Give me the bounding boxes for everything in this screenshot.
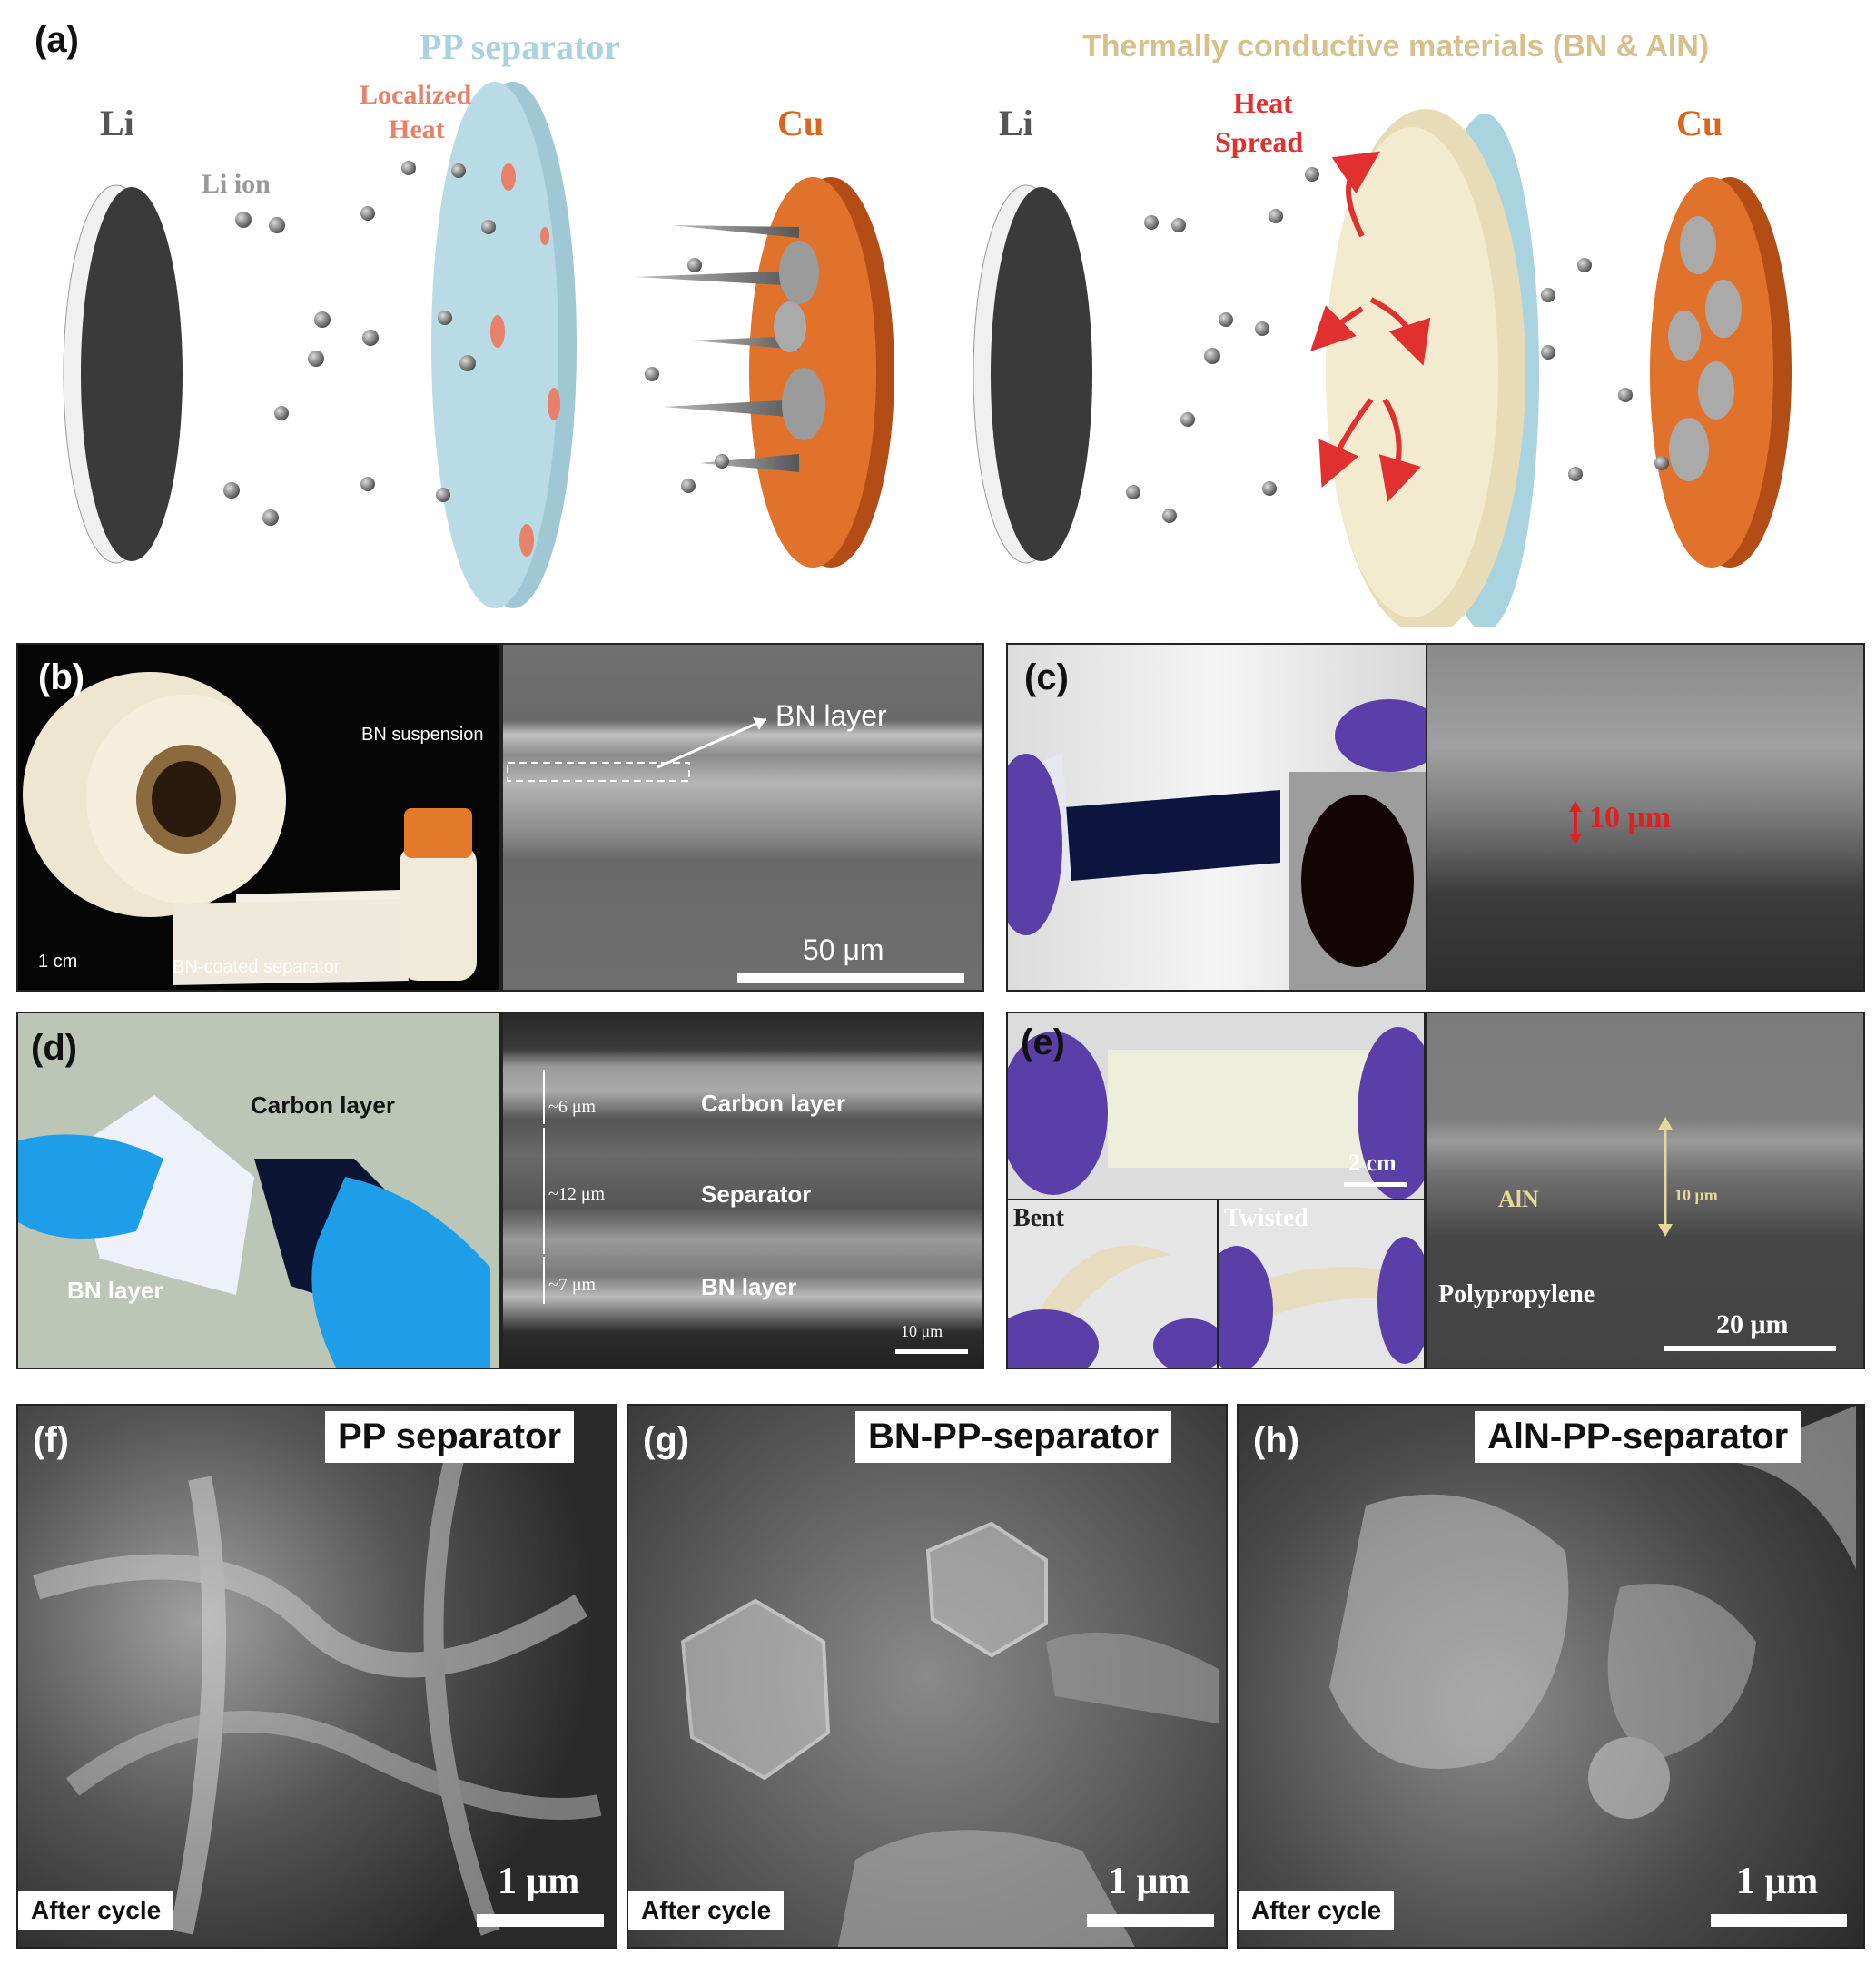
panel-c-letter: (c) <box>1024 657 1069 697</box>
panel-h-title: AlN-PP-separator <box>1475 1411 1802 1463</box>
panel-b-letter: (b) <box>38 657 85 697</box>
scale-bar-h <box>1711 1914 1847 1927</box>
sem-separator-label: Separator <box>701 1180 812 1208</box>
pp-fiber-texture <box>32 1457 602 1936</box>
sem-carbon-layer-label: Carbon layer <box>701 1090 845 1117</box>
panel-c-photo: (c) <box>1006 643 1431 992</box>
cu-label-left: Cu <box>777 103 824 143</box>
scale-g-label: 1 μm <box>1108 1861 1190 1902</box>
panel-h-letter: (h) <box>1253 1420 1300 1460</box>
bent-label: Bent <box>1013 1204 1064 1232</box>
scale-bar-10um <box>895 1349 968 1354</box>
bn-layer-arrow <box>507 717 767 782</box>
panel-a-letter: (a) <box>35 20 79 60</box>
panel-f-sem: (f) PP separator After cycle 1 μm <box>16 1404 617 1949</box>
panel-g-title: BN-PP-separator <box>855 1411 1172 1463</box>
sem-aln-thickness: 10 μm <box>1674 1186 1718 1204</box>
schematic-diagram <box>63 82 1792 627</box>
photo-bn-layer-label: BN layer <box>67 1277 163 1304</box>
scale-f-label: 1 μm <box>498 1861 580 1902</box>
scale-2cm-label: 2 cm <box>1348 1150 1397 1176</box>
panel-f-letter: (f) <box>33 1420 69 1460</box>
panel-d-photo: (d) Carbon layer BN layer <box>16 1012 501 1369</box>
flexible-separator-photo <box>1008 699 1429 990</box>
li-label-left: Li <box>100 103 134 143</box>
sem-polypropylene-label: Polypropylene <box>1438 1280 1595 1308</box>
cu-label-right: Cu <box>1676 103 1723 143</box>
panel-g-letter: (g) <box>643 1420 690 1460</box>
bent-separator-photo <box>1008 1245 1217 1368</box>
li-anode-left <box>63 184 183 564</box>
sem-thickness-7um: ~7 μm <box>548 1275 597 1295</box>
sem-bn-layer-label: BN layer <box>701 1273 797 1300</box>
scale-bar-g <box>1087 1914 1214 1927</box>
heat-spread-label-2: Spread <box>1215 125 1304 158</box>
sem-thickness-6um: ~6 μm <box>548 1097 597 1117</box>
localized-heat-label-1: Localized <box>360 80 472 110</box>
panel-c-sem: 10 μm <box>1426 643 1865 992</box>
thickness-marker <box>1569 801 1582 844</box>
panel-h-after-cycle: After cycle <box>1239 1891 1395 1930</box>
panel-b-photo: (b) BN suspension BN-coated separator 1 … <box>16 643 501 992</box>
scale-bar-2cm <box>1344 1182 1407 1187</box>
sem-thickness-12um: ~12 μm <box>548 1184 606 1204</box>
li-anode-right <box>973 184 1092 564</box>
panel-f-after-cycle: After cycle <box>18 1891 174 1930</box>
localized-heat-label-2: Heat <box>389 114 445 144</box>
scale-10um-label: 10 μm <box>901 1322 943 1340</box>
panel-d-letter: (d) <box>31 1028 78 1068</box>
bn-layer-label: BN layer <box>775 699 887 732</box>
bn-coated-separator-label: BN-coated separator <box>173 957 341 977</box>
cu-cathode-right <box>1650 177 1792 568</box>
coated-separator-disc <box>1310 109 1539 627</box>
panel-e-photo-twisted: Twisted <box>1217 1199 1426 1369</box>
bn-platelet-texture <box>680 1521 1219 1947</box>
panel-b-sem: BN layer 50 μm <box>501 643 984 992</box>
li-ions <box>223 161 1669 526</box>
panel-e-photo-flat: (e) 2 cm <box>1006 1012 1426 1201</box>
pp-separator-title: PP separator <box>420 26 621 67</box>
scale-bar-50um <box>737 973 964 982</box>
pp-separator-disc <box>431 82 577 608</box>
scale-50um-label: 50 μm <box>803 933 884 966</box>
sem-aln-label: AlN <box>1498 1186 1539 1212</box>
tape-roll-photo <box>23 672 477 985</box>
thickness-10um-label: 10 μm <box>1589 801 1672 834</box>
bn-suspension-label: BN suspension <box>361 725 484 745</box>
aln-separator-photo <box>1008 1027 1424 1200</box>
panel-e-sem: AlN 10 μm Polypropylene 20 μm <box>1426 1012 1865 1369</box>
li-label-right: Li <box>999 103 1033 143</box>
panel-e-photo-bent: Bent <box>1006 1199 1219 1369</box>
scale-bar-20um <box>1664 1346 1836 1351</box>
panel-d-sem: ~6 μm Carbon layer ~12 μm Separator ~7 μ… <box>501 1012 984 1369</box>
layer-dimension-arrows <box>543 1070 545 1304</box>
panel-g-sem: (g) BN-PP-separator After cycle 1 μm <box>627 1404 1228 1949</box>
li-ion-label: Li ion <box>202 169 271 199</box>
aln-particle-texture <box>1329 1406 1856 1819</box>
scale-20um-label: 20 μm <box>1716 1309 1789 1339</box>
scale-h-label: 1 μm <box>1736 1861 1819 1902</box>
thermal-materials-title: Thermally conductive materials (BN & AlN… <box>1082 29 1710 64</box>
twisted-label: Twisted <box>1224 1204 1308 1232</box>
cu-cathode-left <box>636 177 894 568</box>
panel-h-sem: (h) AlN-PP-separator After cycle 1 μm <box>1237 1404 1865 1949</box>
panel-f-title: PP separator <box>325 1411 575 1463</box>
carbon-bn-layer-photo <box>18 1095 490 1368</box>
photo-scale-1cm: 1 cm <box>38 952 78 972</box>
panel-g-after-cycle: After cycle <box>628 1891 785 1930</box>
photo-carbon-layer-label: Carbon layer <box>251 1091 395 1119</box>
scale-bar-f <box>477 1914 604 1927</box>
panel-a: (a) PP separator Thermally conductive ma… <box>0 0 1876 627</box>
heat-spread-label-1: Heat <box>1233 86 1293 119</box>
twisted-separator-photo <box>1219 1237 1424 1368</box>
aln-thickness-arrow <box>1658 1117 1673 1237</box>
panel-e-letter: (e) <box>1021 1022 1065 1062</box>
